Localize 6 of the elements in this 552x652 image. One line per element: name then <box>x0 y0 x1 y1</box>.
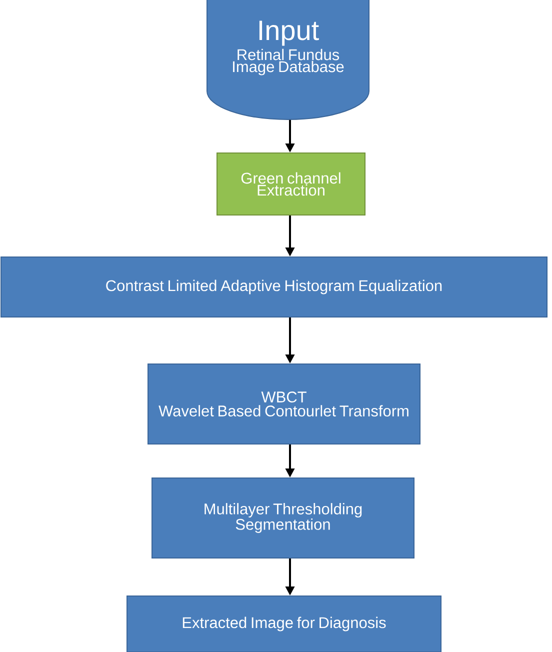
process-box: WBCT Wavelet Based Contourlet Transform <box>148 364 420 444</box>
process-box: Contrast Limited Adaptive Histogram Equalization <box>0 256 548 318</box>
process-box: Multilayer Thresholding Segmentation <box>152 478 414 558</box>
process-box: Green channel Extraction <box>216 152 366 216</box>
database-cylinder: Input Retinal Fundus Image Database <box>206 0 370 120</box>
process-box: Extracted Image for Diagnosis <box>126 596 442 652</box>
